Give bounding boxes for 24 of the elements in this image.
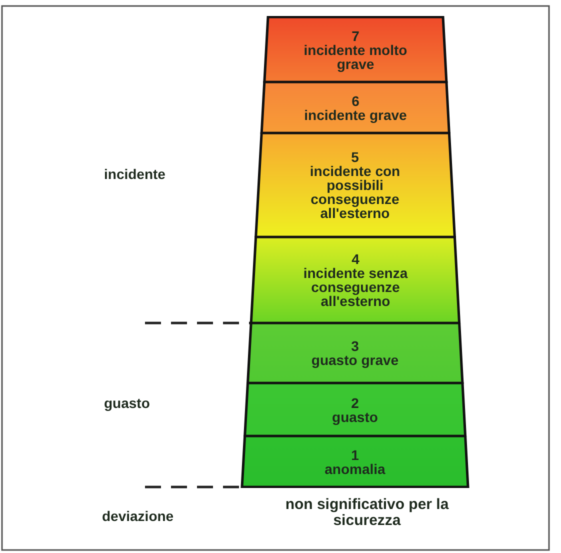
category-label: guasto [104,396,150,411]
level-number: 7 [352,28,360,42]
level-number: 5 [351,150,359,164]
category-label: incidente [104,167,166,182]
level-description: incidente senza conseguenze all'esterno [302,266,409,308]
scale-level-band [259,81,452,134]
scale-level-band [240,435,470,488]
level-number: 4 [352,252,360,266]
level-description: incidente grave [304,108,407,122]
note-text: non significativo per la sicurezza [284,497,450,529]
level-description: incidente molto grave [302,42,408,70]
category-label: deviazione [102,509,174,524]
scale-level-band [242,382,468,437]
level-description: incidente con possibili conseguenze all'esterno [308,164,402,220]
scale-level-band [249,236,462,324]
level-number: 1 [351,448,359,462]
level-description: guasto grave [311,353,399,367]
level-number: 6 [352,94,360,108]
level-number: 2 [351,396,359,410]
level-description: guasto [332,410,378,424]
scale-level-band [245,322,465,384]
level-number: 3 [351,339,359,353]
scale-level-band [262,16,449,83]
level-description: anomalia [324,462,386,476]
